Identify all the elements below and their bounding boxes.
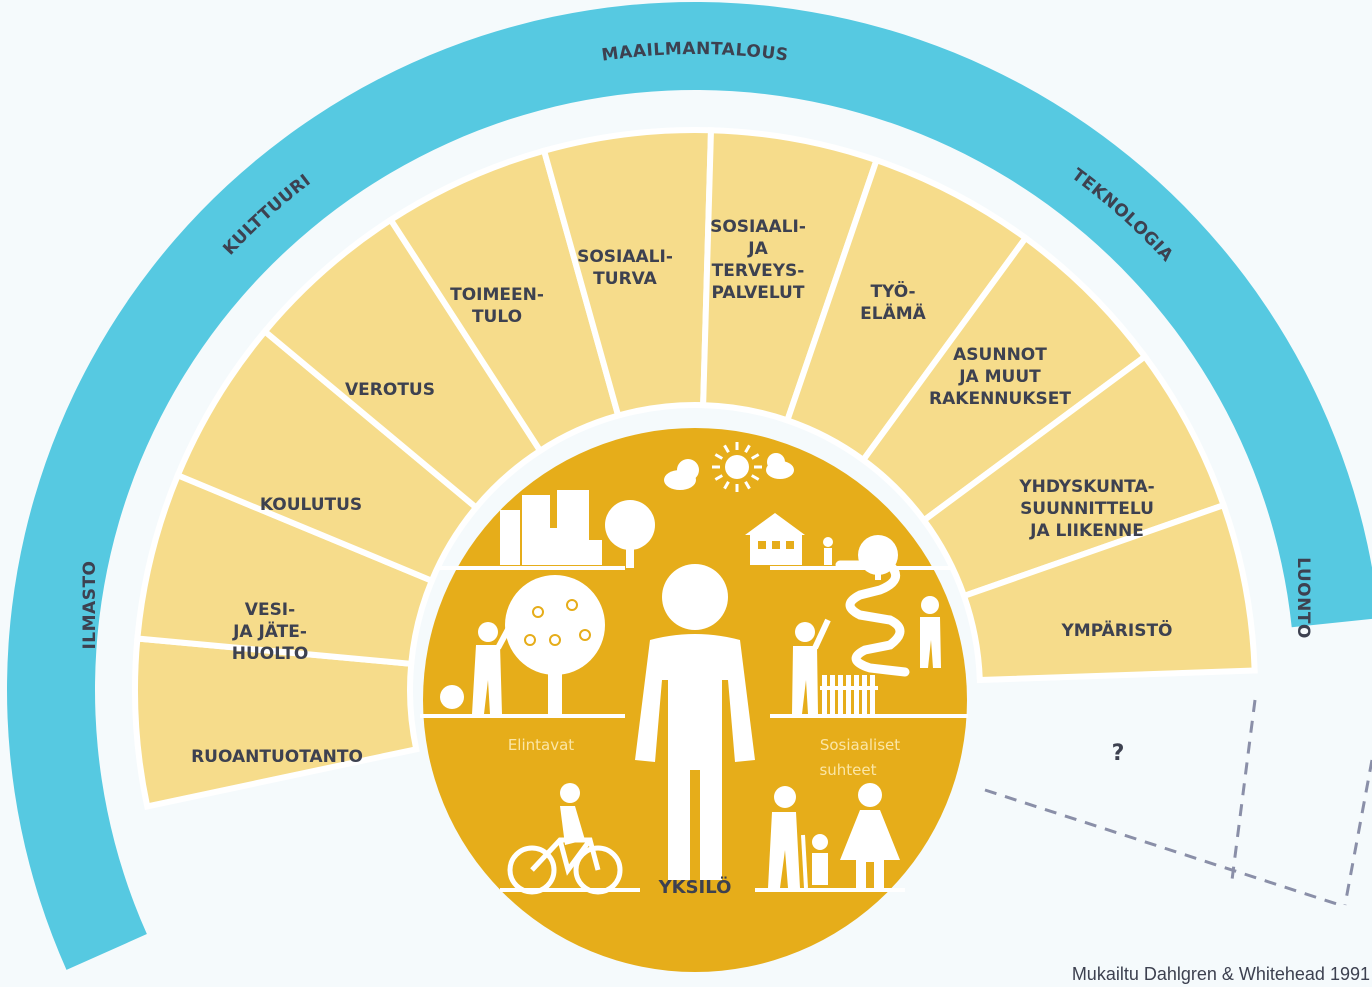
sun-icon (712, 442, 762, 492)
segment-label-6: SOSIAALI-TURVA (577, 247, 673, 289)
social-relations-label: suhteet (819, 761, 876, 779)
segment-11 (960, 501, 1258, 684)
winding-path (835, 560, 910, 677)
lifestyle-label: Elintavat (508, 736, 574, 754)
house-icon (745, 513, 805, 565)
basket-icon (440, 685, 464, 709)
apple-tree-icon (505, 575, 605, 715)
city-buildings-icon (500, 490, 602, 565)
segment-label-8: TYÖ-ELÄMÄ (860, 280, 927, 324)
segment-label-2: VESI-JA JÄTE-HUOLTO (232, 600, 309, 664)
dashed-boundary-lower (984, 788, 1341, 907)
segment-label-3: KOULUTUS (260, 495, 362, 515)
dashed-boundary-outer (1343, 759, 1372, 906)
outer-ring-label-climate: ILMASTO (80, 560, 100, 649)
cloud-icon (664, 459, 699, 490)
social-relations-label: Sosiaaliset (820, 736, 900, 754)
person-picking-icon (472, 620, 515, 714)
attribution-text: Mukailtu Dahlgren & Whitehead 1991 (1071, 964, 1370, 984)
open-segment-question: ? (1112, 741, 1125, 766)
tree-icon (605, 500, 655, 568)
family-icon (768, 783, 900, 889)
segment-label-1: RUOANTUOTANTO (191, 747, 363, 767)
person-icon (635, 564, 755, 880)
segment-label-4: VEROTUS (345, 380, 435, 400)
segment-labels: RUOANTUOTANTO VESI-JA JÄTE-HUOLTO KOULUTUS… (191, 217, 1172, 767)
open-segment: ? (984, 699, 1372, 907)
surveyor-icon (823, 537, 833, 565)
fence-icon (820, 675, 878, 715)
cloud-icon (766, 453, 794, 479)
segment-label-11: YMPÄRISTÖ (1061, 619, 1173, 641)
person-waving-icon (792, 618, 831, 714)
person-waving-icon (920, 596, 941, 668)
dashed-boundary-inner (1230, 699, 1257, 881)
outer-ring-label-nature: LUONTO (1293, 557, 1313, 639)
segment-ring (132, 127, 1258, 810)
cyclist-icon (507, 783, 623, 895)
segment-label-5: TOIMEEN-TULO (450, 285, 544, 327)
individual-label: YKSILÖ (658, 876, 732, 898)
